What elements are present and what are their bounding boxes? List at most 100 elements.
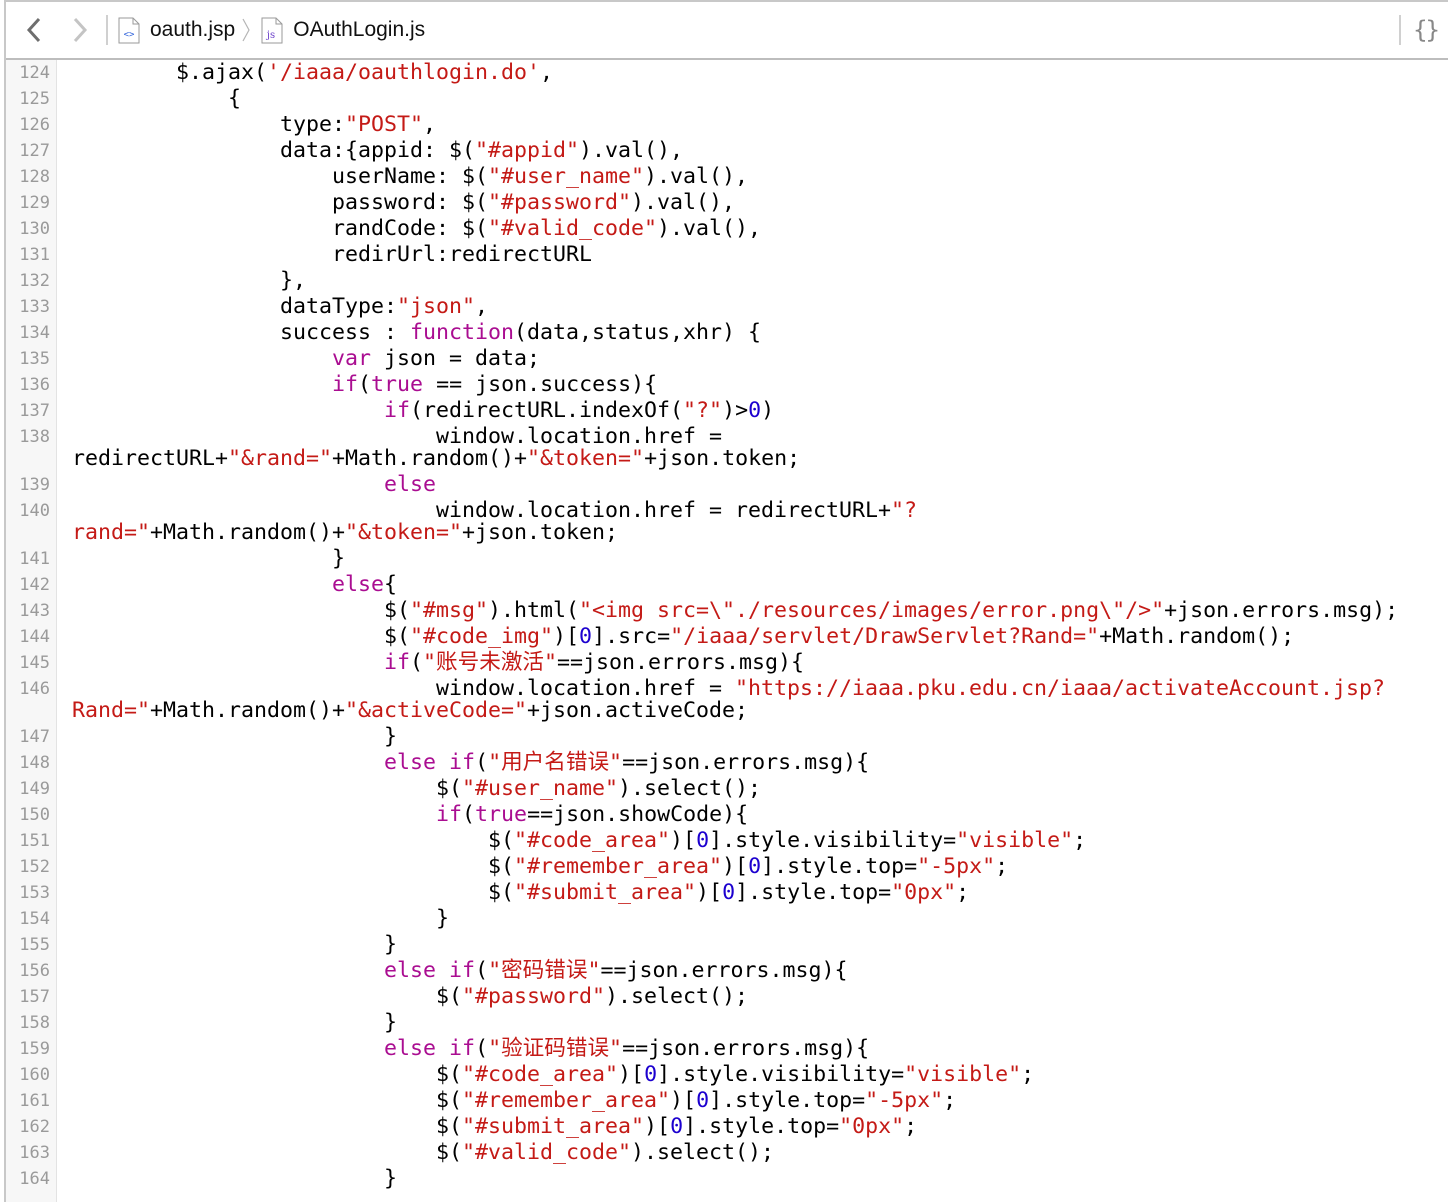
code-token xyxy=(72,650,384,675)
keyword-token: if xyxy=(449,750,476,775)
line-source: else if("密码错误"==json.errors.msg){ xyxy=(56,960,847,982)
line-number[interactable]: 128 xyxy=(19,167,50,187)
code-line: 131 redirUrl:redirectURL xyxy=(6,242,1448,268)
line-number[interactable]: 151 xyxy=(19,831,50,851)
line-number[interactable]: 157 xyxy=(19,987,50,1007)
line-number[interactable]: 156 xyxy=(19,961,50,981)
wrapped-row: window.location.href = redirectURL+"? xyxy=(72,500,917,522)
line-number[interactable]: 153 xyxy=(19,883,50,903)
line-source: else{ xyxy=(56,574,397,596)
code-line: 162 $("#submit_area")[0].style.top="0px"… xyxy=(6,1114,1448,1140)
line-number[interactable]: 147 xyxy=(19,727,50,747)
code-line: 138 window.location.href = redirectURL+"… xyxy=(6,424,1448,472)
wrapped-row: password: $("#password").val(), xyxy=(72,192,735,214)
number-token: 0 xyxy=(696,1088,710,1113)
line-number[interactable]: 143 xyxy=(19,601,50,621)
code-token: ; xyxy=(995,854,1009,879)
wrapped-row: } xyxy=(72,726,397,748)
code-token: redirUrl:redirectURL xyxy=(72,242,593,267)
line-number[interactable]: 137 xyxy=(19,401,50,421)
line-number[interactable]: 141 xyxy=(19,549,50,569)
code-token: +json.activeCode; xyxy=(527,698,749,723)
line-number[interactable]: 136 xyxy=(19,375,50,395)
line-number[interactable]: 129 xyxy=(19,193,50,213)
code-line: 127 data:{appid: $("#appid").val(), xyxy=(6,138,1448,164)
code-token: ).select(); xyxy=(618,776,762,801)
wrapped-row: $("#code_img")[0].src="/iaaa/servlet/Dra… xyxy=(72,626,1294,648)
back-button[interactable] xyxy=(14,10,54,50)
code-line: 151 $("#code_area")[0].style.visibility=… xyxy=(6,828,1448,854)
line-number[interactable]: 130 xyxy=(19,219,50,239)
line-source: window.location.href = redirectURL+"&ran… xyxy=(56,426,800,470)
line-number[interactable]: 135 xyxy=(19,349,50,369)
wrapped-row: }, xyxy=(72,270,306,292)
code-line: 124 $.ajax('/iaaa/oauthlogin.do', xyxy=(6,60,1448,86)
line-number[interactable]: 139 xyxy=(19,475,50,495)
line-source: $("#remember_area")[0].style.top="-5px"; xyxy=(56,1090,956,1112)
code-token xyxy=(72,802,436,827)
chevron-left-icon xyxy=(26,17,41,43)
line-number[interactable]: 132 xyxy=(19,271,50,291)
breadcrumb-oauth-jsp[interactable]: <> oauth.jsp xyxy=(118,17,235,44)
code-lines: 124 $.ajax('/iaaa/oauthlogin.do',125 {12… xyxy=(6,60,1448,1192)
code-line: 132 }, xyxy=(6,268,1448,294)
line-number[interactable]: 142 xyxy=(19,575,50,595)
line-number[interactable]: 160 xyxy=(19,1065,50,1085)
code-token: ) xyxy=(761,398,775,423)
forward-button[interactable] xyxy=(60,10,100,50)
code-line: 135 var json = data; xyxy=(6,346,1448,372)
line-number[interactable]: 162 xyxy=(19,1117,50,1137)
line-number[interactable]: 152 xyxy=(19,857,50,877)
wrapped-row: window.location.href = xyxy=(72,426,800,448)
line-number[interactable]: 163 xyxy=(19,1143,50,1163)
line-source: if(true == json.success){ xyxy=(56,374,657,396)
line-number[interactable]: 150 xyxy=(19,805,50,825)
line-number[interactable]: 159 xyxy=(19,1039,50,1059)
wrapped-row: Rand="+Math.random()+"&activeCode="+json… xyxy=(72,700,1385,722)
code-line: 146 window.location.href = "https://iaaa… xyxy=(6,676,1448,724)
line-number[interactable]: 148 xyxy=(19,753,50,773)
code-editor[interactable]: 124 $.ajax('/iaaa/oauthlogin.do',125 {12… xyxy=(6,60,1448,1202)
line-number[interactable]: 131 xyxy=(19,245,50,265)
line-number[interactable]: 125 xyxy=(19,89,50,109)
line-number[interactable]: 134 xyxy=(19,323,50,343)
code-token: } xyxy=(72,932,398,957)
wrapped-row: if(true == json.success){ xyxy=(72,374,657,396)
line-number[interactable]: 149 xyxy=(19,779,50,799)
wrapped-row: } xyxy=(72,548,345,570)
breadcrumb-oauthlogin-js[interactable]: js OAuthLogin.js xyxy=(261,17,425,44)
code-token: ).html( xyxy=(488,598,580,623)
line-source: type:"POST", xyxy=(56,114,436,136)
code-token: +Math.random()+ xyxy=(332,446,528,471)
number-token: 0 xyxy=(748,398,762,423)
code-token: )[ xyxy=(670,828,697,853)
line-number[interactable]: 124 xyxy=(19,63,50,83)
line-source: $("#user_name").select(); xyxy=(56,778,761,800)
line-number[interactable]: 161 xyxy=(19,1091,50,1111)
line-number[interactable]: 138 xyxy=(19,427,50,447)
code-token: , xyxy=(540,60,554,85)
line-number[interactable]: 146 xyxy=(19,679,50,699)
line-number[interactable]: 126 xyxy=(19,115,50,135)
code-token: ].style.visibility= xyxy=(709,828,957,853)
line-number[interactable]: 140 xyxy=(19,501,50,521)
code-line: 156 else if("密码错误"==json.errors.msg){ xyxy=(6,958,1448,984)
line-number[interactable]: 154 xyxy=(19,909,50,929)
string-token: "#user_name" xyxy=(488,164,645,189)
line-number[interactable]: 144 xyxy=(19,627,50,647)
code-token: == json.success){ xyxy=(423,372,658,397)
line-number[interactable]: 133 xyxy=(19,297,50,317)
code-token: ).val(), xyxy=(657,216,762,241)
code-token: , xyxy=(475,294,489,319)
braces-icon[interactable]: {} xyxy=(1413,16,1440,44)
wrapped-row: userName: $("#user_name").val(), xyxy=(72,166,748,188)
line-number[interactable]: 127 xyxy=(19,141,50,161)
string-token: "#valid_code" xyxy=(462,1140,632,1165)
line-number[interactable]: 145 xyxy=(19,653,50,673)
navigation-bar: <> oauth.jsp js OAuthLogin.js {} xyxy=(6,2,1448,60)
line-number[interactable]: 158 xyxy=(19,1013,50,1033)
line-number[interactable]: 164 xyxy=(19,1169,50,1189)
code-token: ( xyxy=(475,750,489,775)
line-number[interactable]: 155 xyxy=(19,935,50,955)
string-token: "#password" xyxy=(462,984,606,1009)
